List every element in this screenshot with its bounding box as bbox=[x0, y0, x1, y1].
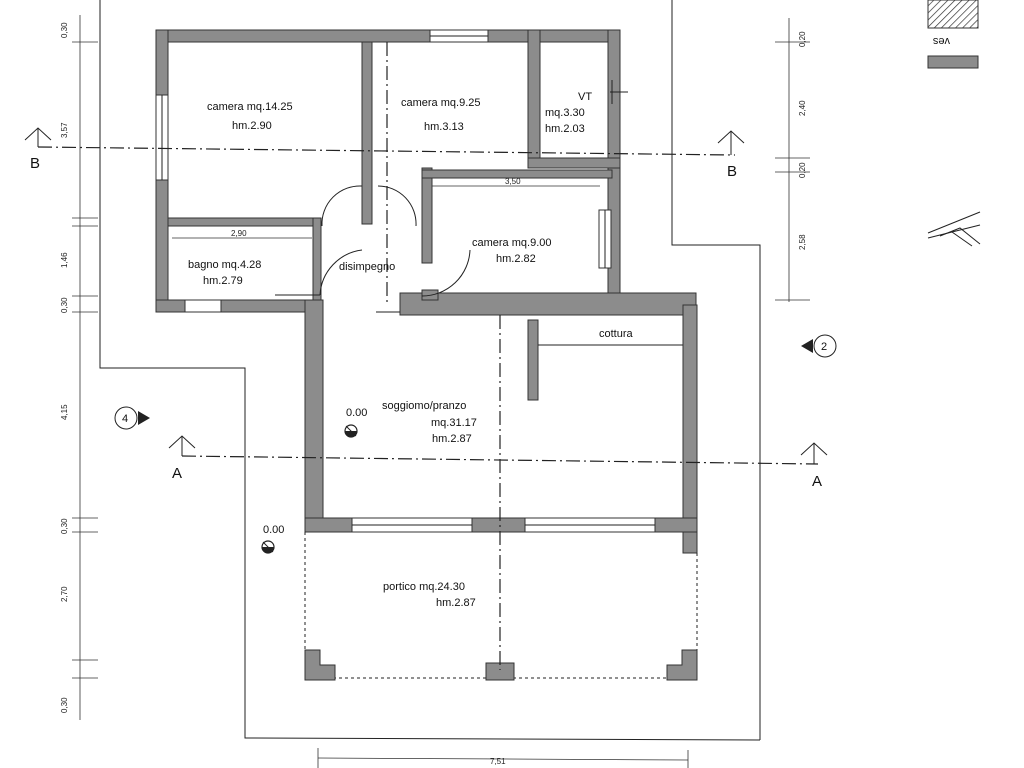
arrow-right-icon bbox=[138, 411, 150, 425]
vt-area: mq.3.30 bbox=[545, 107, 585, 119]
left-dim-3: 1,46 bbox=[60, 252, 69, 268]
camera-2-height: hm.3.13 bbox=[424, 121, 464, 133]
level-interior-icon bbox=[344, 424, 358, 438]
camera-1-label: camera mq.14.25 bbox=[207, 101, 293, 113]
right-dimension-chain: 0,20 2,40 0,20 2,58 bbox=[775, 18, 810, 302]
camera-2-label: camera mq.9.25 bbox=[401, 97, 480, 109]
inner-dimensions: 2,90 3,50 bbox=[172, 177, 600, 239]
left-dim-8: 0,30 bbox=[60, 697, 69, 713]
view-marker-right: 2 bbox=[801, 334, 837, 358]
legend: ves bbox=[927, 0, 981, 247]
legend-gray-swatch bbox=[927, 55, 979, 69]
bagno-width-dim: 2,90 bbox=[231, 229, 247, 238]
section-line-b: B B bbox=[24, 127, 745, 180]
left-dim-2: 3,57 bbox=[60, 122, 69, 138]
level-markers: 0.00 0.00 bbox=[261, 407, 367, 554]
section-a-right-label: A bbox=[812, 473, 822, 490]
section-a-left-label: A bbox=[172, 465, 182, 482]
portico-height: hm.2.87 bbox=[436, 597, 476, 609]
right-dim-3: 0,20 bbox=[798, 162, 807, 178]
soggiorno-area: mq.31.17 bbox=[431, 417, 477, 429]
level-exterior-value: 0.00 bbox=[263, 524, 284, 536]
legend-label: ves bbox=[932, 35, 950, 47]
camera-3-height: hm.2.82 bbox=[496, 253, 536, 265]
camera-1-height: hm.2.90 bbox=[232, 120, 272, 132]
left-dim-6: 0,30 bbox=[60, 518, 69, 534]
right-dim-4: 2,58 bbox=[798, 234, 807, 250]
windows bbox=[155, 29, 656, 533]
left-dim-1: 0,30 bbox=[60, 22, 69, 38]
disimpegno-label: disimpegno bbox=[339, 261, 395, 273]
camera-3-label: camera mq.9.00 bbox=[472, 237, 551, 249]
interior-walls bbox=[167, 41, 613, 401]
section-b-right-label: B bbox=[727, 163, 737, 180]
legend-hatched-swatch bbox=[927, 0, 979, 29]
view-marker-left-number: 4 bbox=[122, 413, 128, 425]
legend-stair-symbol bbox=[927, 211, 981, 247]
bagno-label: bagno mq.4.28 bbox=[188, 259, 261, 271]
level-exterior-icon bbox=[261, 540, 275, 554]
vt-label: VT bbox=[578, 91, 592, 103]
cottura-label: cottura bbox=[599, 328, 634, 340]
level-interior-value: 0.00 bbox=[346, 407, 367, 419]
arrow-left-icon bbox=[801, 339, 813, 353]
bottom-dimension: 7,51 bbox=[317, 748, 689, 768]
camera-3-width-dim: 3,50 bbox=[505, 177, 521, 186]
left-dim-4: 0,30 bbox=[60, 297, 69, 313]
bagno-height: hm.2.79 bbox=[203, 275, 243, 287]
right-dim-2: 2,40 bbox=[798, 100, 807, 116]
portico bbox=[304, 532, 698, 681]
door-swings bbox=[275, 185, 471, 313]
bottom-dim-value: 7,51 bbox=[490, 757, 506, 766]
portico-label: portico mq.24.30 bbox=[383, 581, 465, 593]
soggiorno-height: hm.2.87 bbox=[432, 433, 472, 445]
view-marker-left: 4 bbox=[114, 406, 150, 430]
room-labels: camera mq.14.25 hm.2.90 camera mq.9.25 h… bbox=[188, 91, 634, 609]
section-b-left-label: B bbox=[30, 155, 40, 172]
left-dim-5: 4,15 bbox=[60, 404, 69, 420]
left-dim-7: 2,70 bbox=[60, 586, 69, 602]
soggiorno-label: soggiomo/pranzo bbox=[382, 400, 466, 412]
section-line-a: A A bbox=[168, 435, 828, 490]
view-marker-right-number: 2 bbox=[821, 341, 827, 353]
left-dimension-chain: 0,30 3,57 1,46 0,30 4,15 0,30 2,70 0,30 bbox=[60, 15, 98, 720]
lot-boundary bbox=[99, 0, 761, 741]
right-dim-1: 0,20 bbox=[798, 31, 807, 47]
vt-height: hm.2.03 bbox=[545, 123, 585, 135]
